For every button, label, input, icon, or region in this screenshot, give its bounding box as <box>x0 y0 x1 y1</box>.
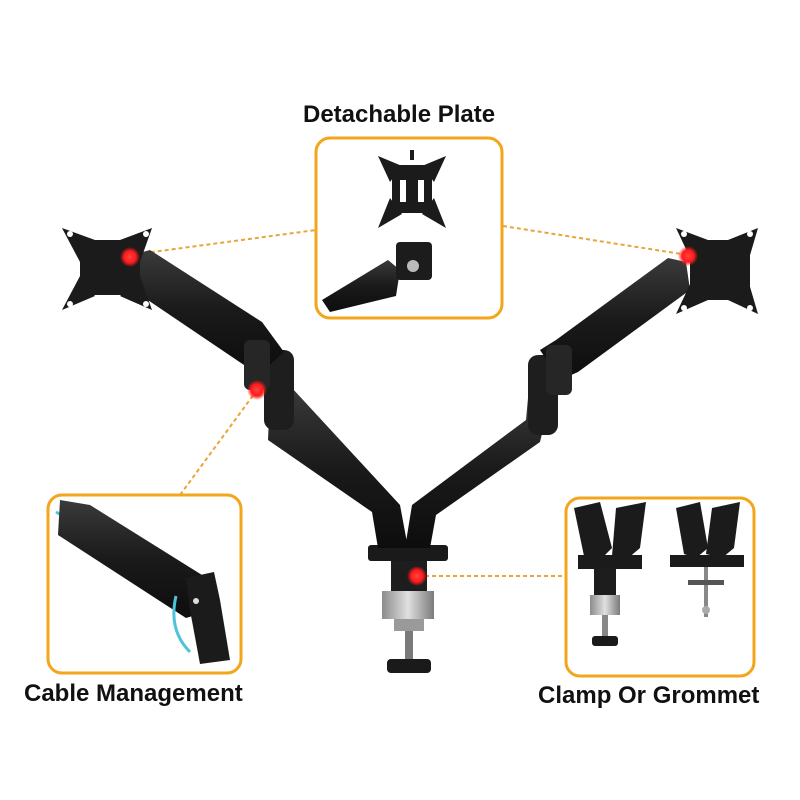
right-arm-upper <box>540 258 690 395</box>
leader-line-cable <box>179 389 258 496</box>
callout-box-detachable-plate <box>314 136 504 320</box>
right-arm-lower <box>405 355 558 548</box>
marker-dot-left-plate <box>120 247 140 267</box>
left-arm-lower <box>264 350 408 548</box>
marker-dot-clamp <box>407 566 427 586</box>
left-arm-upper <box>130 250 284 390</box>
marker-dot-right-plate <box>678 246 698 266</box>
clamp-base <box>368 545 448 673</box>
right-vesa-plate <box>676 228 758 314</box>
marker-dots <box>120 246 698 586</box>
callout-label-cable-management: Cable Management <box>24 680 243 707</box>
leader-line-right-plate <box>502 225 689 256</box>
callout-label-clamp-or-grommet: Clamp Or Grommet <box>538 682 760 709</box>
callout-box-clamp-or-grommet <box>564 496 756 678</box>
leader-line-left-plate <box>129 229 317 256</box>
callout-box-cable-management <box>46 493 243 675</box>
callout-label-detachable-plate: Detachable Plate <box>303 101 496 128</box>
left-vesa-plate <box>62 228 152 310</box>
marker-dot-cable <box>247 380 267 400</box>
leader-lines <box>129 225 689 577</box>
